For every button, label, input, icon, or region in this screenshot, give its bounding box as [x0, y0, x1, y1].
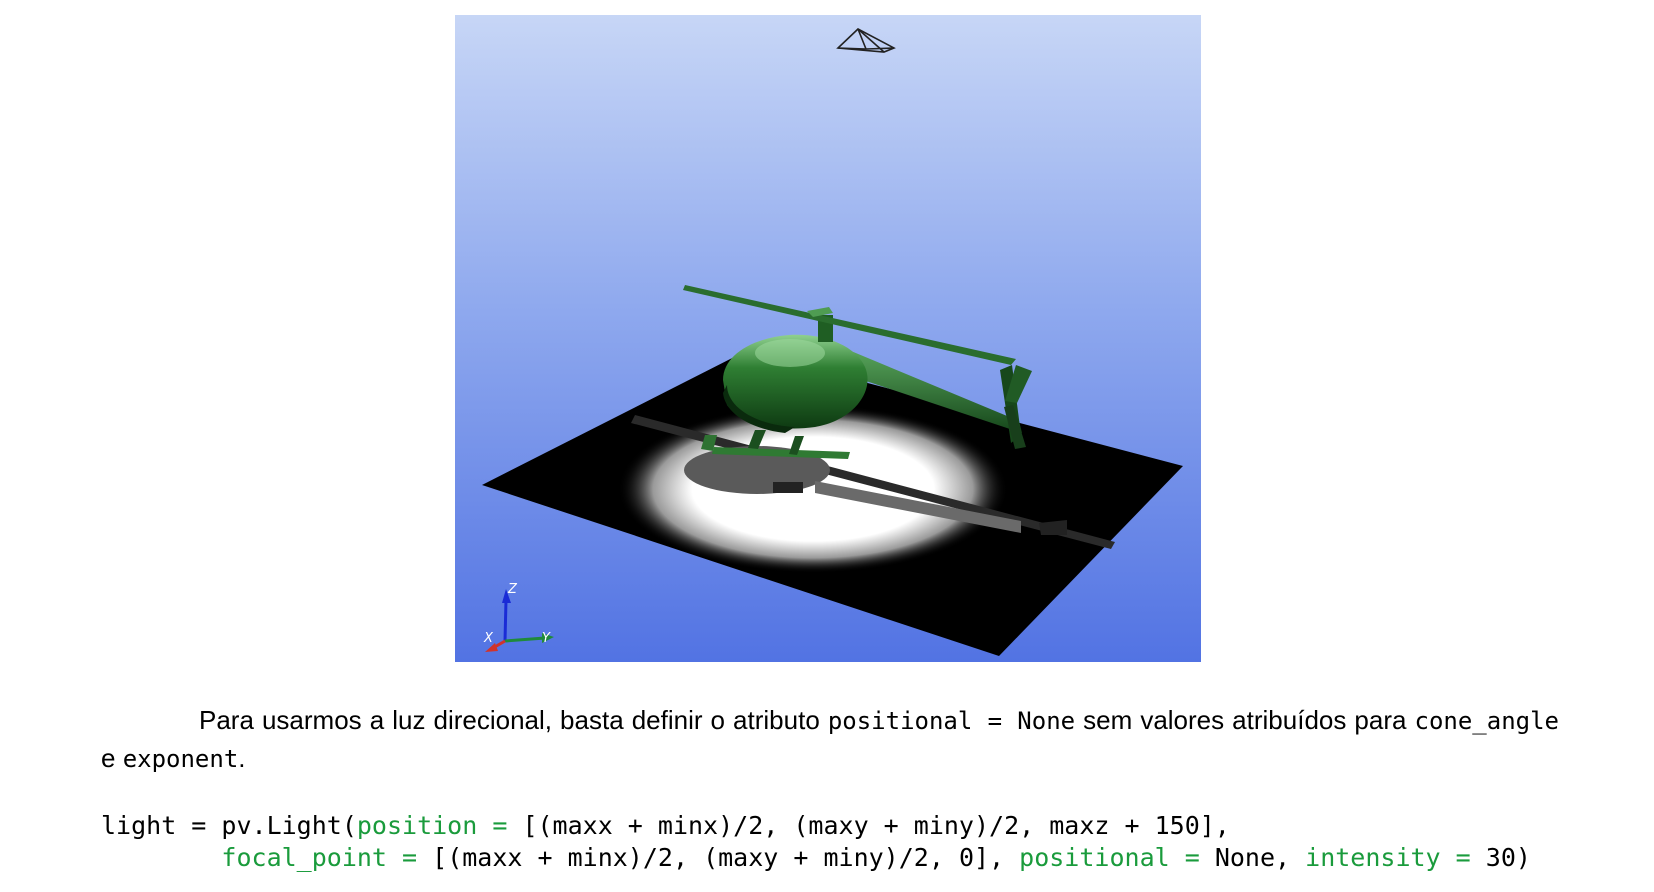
code-focal-value: [(maxx + minx)/2, (maxy + miny)/2, 0], — [417, 843, 1020, 872]
light-frustum-icon — [836, 28, 896, 53]
code-kw-focal-point: focal_point = — [221, 843, 418, 872]
body-paragraph: Para usarmos a luz direcional, basta def… — [101, 702, 1559, 778]
paragraph-text-end: . — [238, 743, 246, 773]
paragraph-text-and: e — [101, 743, 123, 773]
spotlight-circle — [618, 405, 1008, 573]
axis-y-label: Y — [542, 631, 551, 646]
orientation-axes: Z X Y — [483, 582, 554, 652]
axis-z-label: Z — [507, 582, 518, 597]
code-positional-value: None, — [1199, 843, 1306, 872]
3d-scene: Z X Y — [482, 28, 1183, 656]
code-kw-positional: positional = — [1019, 843, 1200, 872]
paragraph-text-before: Para usarmos a luz direcional, basta def… — [199, 705, 828, 735]
code-prefix: light = pv.Light( — [101, 811, 357, 840]
code-kw-intensity: intensity = — [1305, 843, 1471, 872]
code-line-1: light = pv.Light(position = [(maxx + min… — [101, 810, 1531, 842]
helicopter-model — [683, 285, 1032, 459]
code-position-value: [(maxx + minx)/2, (maxy + miny)/2, maxz … — [507, 811, 1230, 840]
inline-code-cone-angle: cone_angle — [1414, 707, 1560, 735]
code-indent — [101, 843, 221, 872]
inline-code-exponent: exponent — [122, 745, 239, 773]
code-block: light = pv.Light(position = [(maxx + min… — [101, 810, 1531, 874]
paragraph-text-middle: sem valores atribuídos para — [1075, 705, 1415, 735]
inline-code-positional: positional = None — [827, 707, 1076, 735]
code-line-2: focal_point = [(maxx + minx)/2, (maxy + … — [101, 842, 1531, 874]
axis-x-label: X — [483, 631, 494, 646]
code-kw-position: position = — [356, 811, 508, 840]
3d-render-viewport: Z X Y — [455, 15, 1201, 662]
code-intensity-value: 30) — [1470, 843, 1531, 872]
